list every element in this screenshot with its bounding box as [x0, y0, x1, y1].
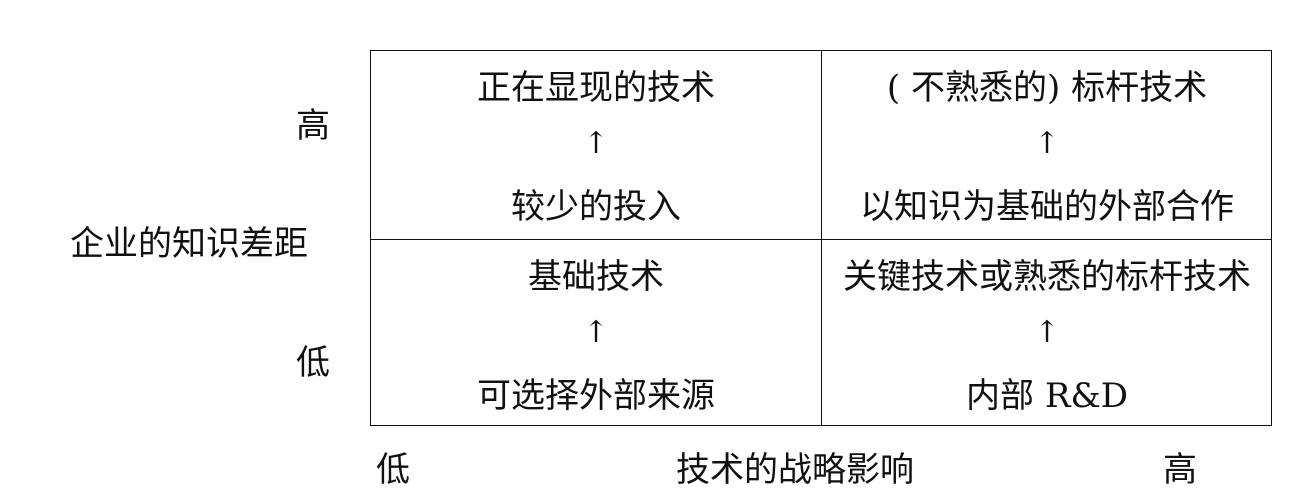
- up-arrow-icon: ↑: [583, 126, 609, 161]
- quadrant-top-right: ( 不熟悉的) 标杆技术 ↑ 以知识为基础的外部合作: [822, 51, 1272, 239]
- up-arrow-icon: ↑: [583, 315, 609, 350]
- y-axis-title: 企业的知识差距: [70, 224, 308, 264]
- y-axis-low-label: 低: [296, 343, 330, 383]
- quadrant-top-left-strategy: 较少的投入: [511, 187, 681, 227]
- quadrant-top-left: 正在显现的技术 ↑ 较少的投入: [371, 51, 821, 239]
- quadrant-top-left-title: 正在显现的技术: [477, 68, 715, 108]
- x-axis-low-label: 低: [376, 450, 410, 490]
- quadrant-top-right-title: ( 不熟悉的) 标杆技术: [886, 68, 1208, 108]
- matrix-grid: 正在显现的技术 ↑ 较少的投入 ( 不熟悉的) 标杆技术 ↑ 以知识为基础的外部…: [370, 50, 1272, 426]
- x-axis-title: 技术的战略影响: [676, 450, 914, 490]
- quadrant-bottom-left-strategy: 可选择外部来源: [477, 376, 715, 416]
- x-axis-high-label: 高: [1163, 450, 1197, 490]
- quadrant-bottom-left: 基础技术 ↑ 可选择外部来源: [371, 240, 821, 428]
- quadrant-bottom-right-strategy: 内部 R&D: [966, 376, 1128, 416]
- quadrant-top-right-strategy: 以知识为基础的外部合作: [860, 187, 1234, 227]
- matrix-vertical-divider: [821, 51, 822, 425]
- up-arrow-icon: ↑: [1034, 126, 1060, 161]
- quadrant-bottom-right-title: 关键技术或熟悉的标杆技术: [843, 257, 1251, 297]
- quadrant-bottom-left-title: 基础技术: [528, 257, 664, 297]
- up-arrow-icon: ↑: [1034, 315, 1060, 350]
- y-axis-high-label: 高: [296, 106, 330, 146]
- matrix-horizontal-divider: [371, 239, 1271, 240]
- quadrant-bottom-right: 关键技术或熟悉的标杆技术 ↑ 内部 R&D: [822, 240, 1272, 428]
